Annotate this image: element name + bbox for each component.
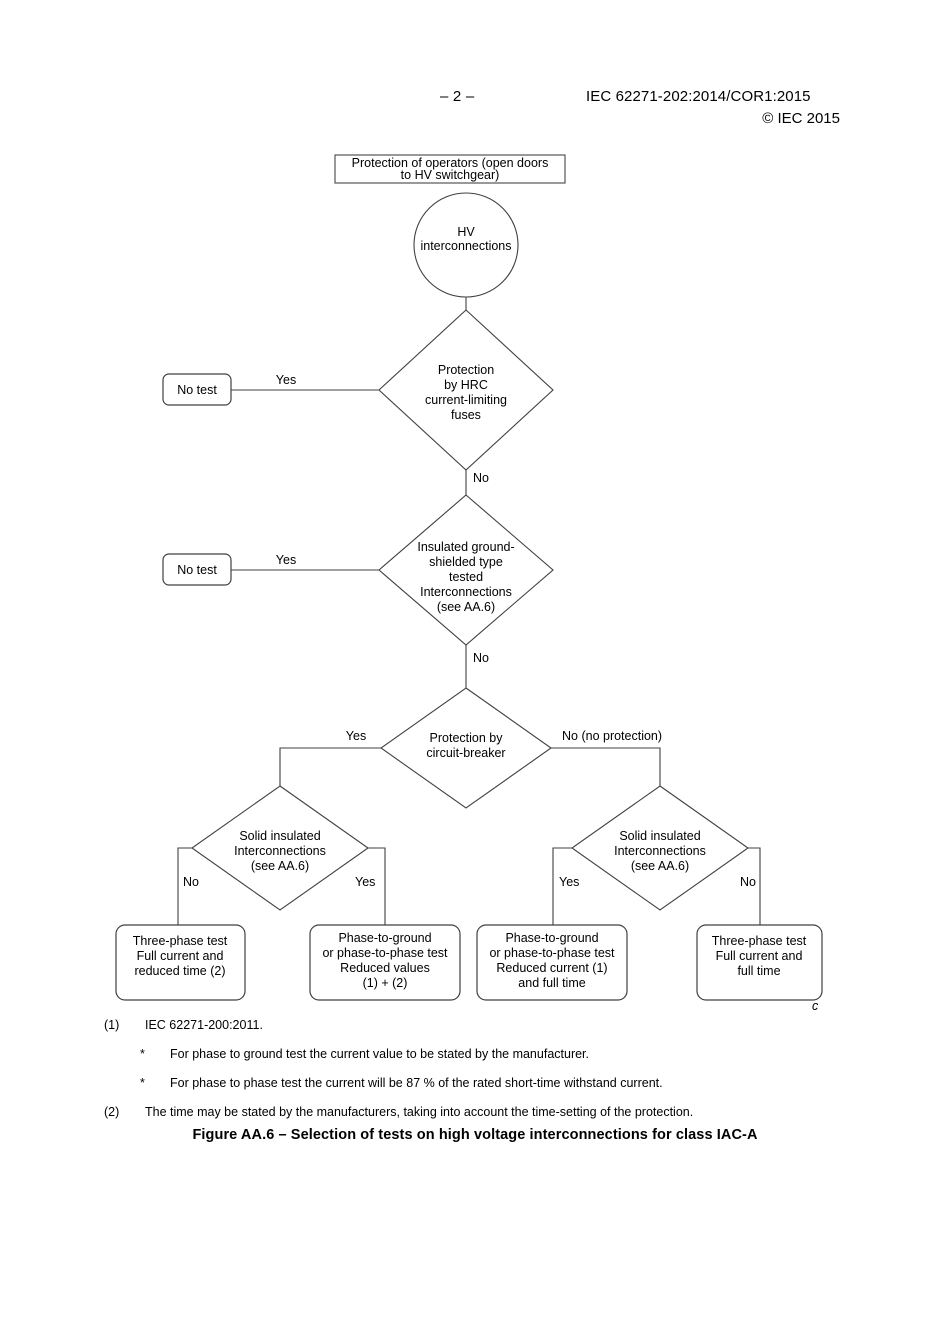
- decision3-no-label: No (no protection): [562, 729, 662, 743]
- connector-lines: [177, 297, 761, 925]
- page-number: – 2 –: [440, 88, 475, 105]
- decision4-line3: (see AA.6): [251, 859, 309, 873]
- result4-line1: Three-phase test: [712, 934, 807, 948]
- decision3-line1: Protection by: [430, 731, 504, 745]
- decision-protection-by-hrc-fuses: Protection by HRC current-limiting fuses: [378, 309, 554, 471]
- decision3-yes-label: Yes: [346, 729, 366, 743]
- decision1-yes-label: Yes: [276, 373, 296, 387]
- result3-line4: and full time: [518, 976, 585, 990]
- decision2-no-label: No: [473, 651, 489, 665]
- page-header: – 2 – IEC 62271-202:2014/COR1:2015 © IEC…: [0, 88, 950, 144]
- decision1-no-label: No: [473, 471, 489, 485]
- footnote-1-bullet-2: * For phase to phase test the current wi…: [0, 1076, 950, 1091]
- decision2-line5: (see AA.6): [437, 600, 495, 614]
- footnote-1-text: IEC 62271-200:2011.: [145, 1018, 263, 1032]
- copyright-notice: © IEC 2015: [762, 110, 840, 127]
- no-test-box-2: No test: [162, 553, 232, 586]
- decision-solid-insulated-right: Solid insulated Interconnections (see AA…: [571, 785, 749, 911]
- footnote-2-marker: (2): [104, 1105, 120, 1119]
- result3-line2: or phase-to-phase test: [489, 946, 615, 960]
- result-box-3: Phase-to-ground or phase-to-phase test R…: [476, 924, 628, 1001]
- result1-line2: Full current and: [137, 949, 224, 963]
- decision3-line2: circuit-breaker: [426, 746, 505, 760]
- result2-line2: or phase-to-phase test: [322, 946, 448, 960]
- decision1-line2: by HRC: [444, 378, 488, 392]
- decision2-line3: tested: [449, 570, 483, 584]
- footnote-1-bullet-2-text: For phase to phase test the current will…: [170, 1076, 663, 1090]
- title-box-line1: Protection of operators (open doors: [352, 156, 549, 170]
- decision-solid-insulated-left: Solid insulated Interconnections (see AA…: [191, 785, 369, 911]
- title-box-line2: to HV switchgear): [401, 168, 500, 182]
- result-box-4: Three-phase test Full current and full t…: [696, 924, 823, 1001]
- decision4-right-label: Yes: [355, 875, 375, 889]
- title-box: Protection of operators (open doors to H…: [334, 154, 566, 184]
- start-node-line1: HV: [457, 225, 475, 239]
- decision2-line4: Interconnections: [420, 585, 512, 599]
- decision-protection-by-circuit-breaker: Protection by circuit-breaker: [380, 687, 552, 809]
- start-node-line2: interconnections: [420, 239, 511, 253]
- footnote-2: (2) The time may be stated by the manufa…: [0, 1105, 950, 1120]
- decision5-left-label: Yes: [559, 875, 579, 889]
- decision5-line3: (see AA.6): [631, 859, 689, 873]
- figure-caption: Figure AA.6 – Selection of tests on high…: [192, 1127, 758, 1143]
- result2-line4: (1) + (2): [363, 976, 408, 990]
- footnote-1-bullet-1: * For phase to ground test the current v…: [0, 1047, 950, 1062]
- decision2-yes-label: Yes: [276, 553, 296, 567]
- footnote-1-marker: (1): [104, 1018, 120, 1032]
- footnote-2-text: The time may be stated by the manufactur…: [145, 1105, 694, 1119]
- result3-line3: Reduced current (1): [496, 961, 607, 975]
- decision1-line4: fuses: [451, 408, 481, 422]
- footnote-1: (1) IEC 62271-200:2011.: [0, 1018, 950, 1033]
- no-test-box-1-label: No test: [177, 383, 217, 397]
- footnote-1-bullet-1-marker: *: [140, 1047, 145, 1061]
- decision4-line1: Solid insulated: [239, 829, 320, 843]
- result3-line1: Phase-to-ground: [505, 931, 598, 945]
- no-test-box-1: No test: [162, 373, 232, 406]
- result1-line1: Three-phase test: [133, 934, 228, 948]
- decision4-left-label: No: [183, 875, 199, 889]
- result2-line3: Reduced values: [340, 961, 430, 975]
- start-node-hv-interconnections: HV interconnections: [413, 192, 519, 298]
- decision5-line2: Interconnections: [614, 844, 706, 858]
- decision5-line1: Solid insulated: [619, 829, 700, 843]
- result4-line3: full time: [737, 964, 780, 978]
- footnotes: (1) IEC 62271-200:2011. * For phase to g…: [0, 1018, 950, 1134]
- footnote-1-bullet-2-marker: *: [140, 1076, 145, 1090]
- decision2-line1: Insulated ground-: [417, 540, 514, 554]
- decision-insulated-ground-shielded: Insulated ground- shielded type tested I…: [378, 494, 554, 646]
- result-box-1: Three-phase test Full current and reduce…: [115, 924, 246, 1001]
- decision1-line3: current-limiting: [425, 393, 507, 407]
- result1-line3: reduced time (2): [134, 964, 225, 978]
- footnote-1-bullet-1-text: For phase to ground test the current val…: [170, 1047, 590, 1061]
- decision2-line2: shielded type: [429, 555, 503, 569]
- no-test-box-2-label: No test: [177, 563, 217, 577]
- result4-line2: Full current and: [716, 949, 803, 963]
- standard-reference: IEC 62271-202:2014/COR1:2015: [586, 88, 811, 105]
- result-box-2: Phase-to-ground or phase-to-phase test R…: [309, 924, 461, 1001]
- corner-marker-c: c: [812, 999, 819, 1013]
- flowchart-figure: Protection of operators (open doors to H…: [115, 154, 823, 1013]
- decision4-line2: Interconnections: [234, 844, 326, 858]
- decision1-line1: Protection: [438, 363, 494, 377]
- decision5-right-label: No: [740, 875, 756, 889]
- result2-line1: Phase-to-ground: [338, 931, 431, 945]
